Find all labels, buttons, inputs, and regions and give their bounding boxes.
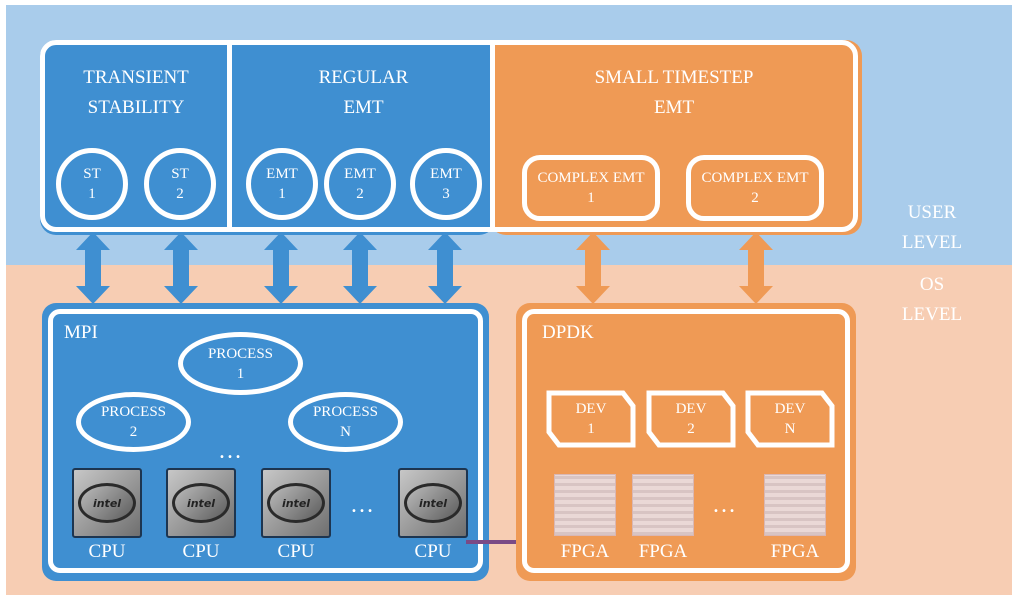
cpu-chip-2: intel xyxy=(166,468,236,538)
user-level-label: USER LEVEL xyxy=(901,202,963,253)
cpu-label-2: CPU xyxy=(182,541,220,562)
mpi-box xyxy=(48,309,483,573)
cpu-label-3: CPU xyxy=(277,541,315,562)
cpu-chip-4: intel xyxy=(398,468,468,538)
dpdk-label: DPDK xyxy=(542,322,594,343)
arrow-emt2-mpi xyxy=(343,232,377,304)
fpga-label-2: FPGA xyxy=(638,541,688,562)
mpi-label: MPI xyxy=(64,322,98,343)
cpu-fpga-link xyxy=(466,540,546,544)
dpdk-box xyxy=(522,309,850,573)
cpu-ellipsis: … xyxy=(350,492,378,518)
intel-logo-icon: intel xyxy=(78,483,136,523)
fpga-label-3: FPGA xyxy=(770,541,820,562)
arrow-complex2-dpdk xyxy=(739,232,773,304)
transient-stability-box: TRANSIENT STABILITY xyxy=(40,40,232,232)
arrow-emt3-mpi xyxy=(428,232,462,304)
regular-emt-title: REGULAR EMT xyxy=(318,67,409,118)
transient-stability-title: TRANSIENT STABILITY xyxy=(83,67,189,118)
regular-emt-box: REGULAR EMT xyxy=(227,40,495,232)
process-ellipsis: … xyxy=(218,438,246,464)
small-timestep-emt-box: SMALL TIMESTEP EMT xyxy=(490,40,858,232)
cpu-label-4: CPU xyxy=(414,541,452,562)
arrow-st2-mpi xyxy=(164,232,198,304)
user-app-orange-region xyxy=(490,40,862,235)
arrow-emt1-mpi xyxy=(264,232,298,304)
cpu-chip-1: intel xyxy=(72,468,142,538)
arrow-st1-mpi xyxy=(76,232,110,304)
intel-logo-icon: intel xyxy=(267,483,325,523)
intel-logo-icon: intel xyxy=(172,483,230,523)
cpu-label-1: CPU xyxy=(88,541,126,562)
fpga-chip-3 xyxy=(764,474,826,536)
fpga-label-1: FPGA xyxy=(560,541,610,562)
arrow-complex1-dpdk xyxy=(576,232,610,304)
cpu-chip-3: intel xyxy=(261,468,331,538)
fpga-chip-1 xyxy=(554,474,616,536)
small-timestep-emt-title: SMALL TIMESTEP EMT xyxy=(594,67,754,118)
os-level-label: OS LEVEL xyxy=(901,274,963,325)
fpga-chip-2 xyxy=(632,474,694,536)
fpga-ellipsis: … xyxy=(712,492,740,518)
intel-logo-icon: intel xyxy=(404,483,462,523)
